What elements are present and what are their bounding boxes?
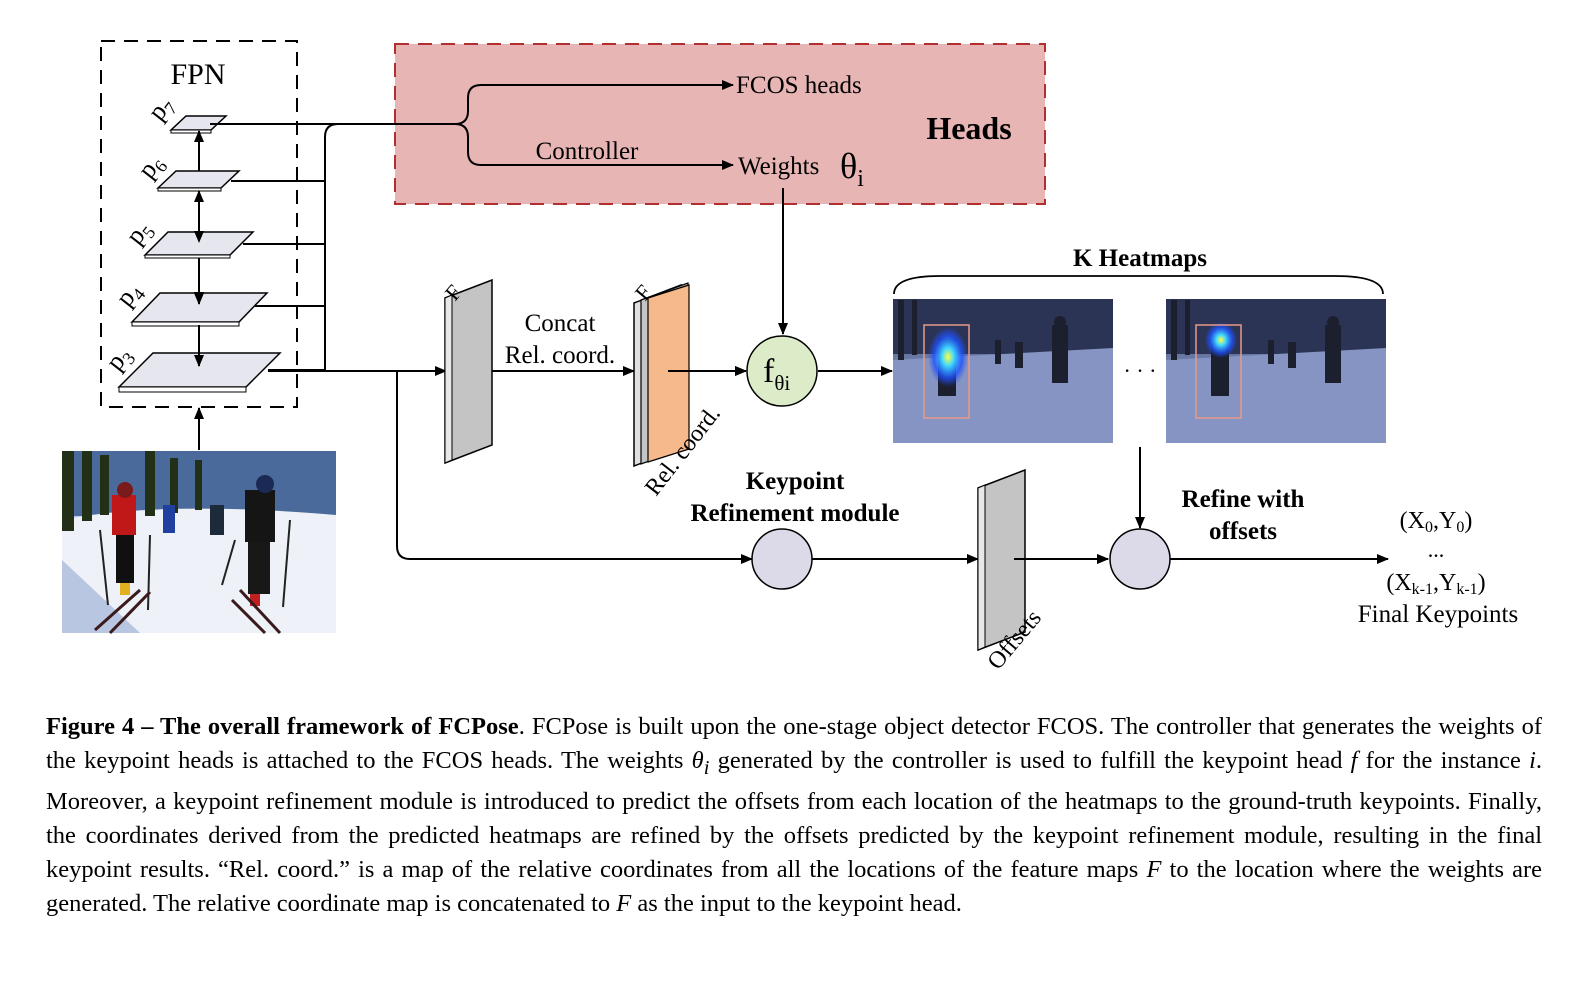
concat-label: Concat: [525, 310, 596, 337]
theta-i-label: θi: [840, 146, 864, 192]
caption-text-4: . Moreover, a keypoint refinement module…: [46, 747, 1542, 883]
refinement-module-node: [751, 528, 813, 590]
fpn-level-p5: [143, 231, 255, 259]
k-heatmaps-brace: [893, 275, 1384, 295]
caption-text-3: for the instance: [1357, 747, 1530, 774]
fcpose-framework-diagram: FPN p7 p6 p5 p4 p3: [62, 40, 1518, 675]
output-last-coord: (Xk-1,Yk-1): [1386, 570, 1485, 598]
refine-label-1: Refine with: [1182, 486, 1305, 513]
fpn-title: FPN: [170, 58, 225, 91]
caption-F1: F: [1146, 855, 1162, 883]
fpn-box: [100, 40, 298, 408]
caption-F2: F: [616, 889, 632, 917]
weights-label: Weights: [738, 153, 819, 180]
fpn-level-p4: [130, 292, 269, 327]
output-dots: ...: [1428, 537, 1445, 562]
output-first-coord: (X0,Y0): [1400, 508, 1473, 536]
keypoint-head-node: [746, 335, 818, 407]
final-keypoints-label: Final Keypoints: [1358, 601, 1518, 628]
caption-text-5: to the location where the weights are ge…: [46, 855, 1543, 917]
refine-node: [1109, 528, 1171, 590]
feature-map-f: [444, 278, 493, 465]
heatmap-image-k: [1166, 299, 1386, 443]
main-flow-lines: [268, 366, 1389, 564]
figure-caption: Figure 4 – The overall framework of FCPo…: [46, 710, 1542, 921]
keypoint-head-label: fθi: [763, 353, 790, 395]
heads-box: [394, 43, 1046, 205]
offsets-map: [977, 468, 1026, 652]
caption-text-1: . FCPose is built upon the one-stage obj…: [46, 713, 1542, 774]
level-label-p4: p4: [110, 277, 150, 315]
caption-text-6: as the input to the keypoint head.: [631, 889, 962, 917]
caption-theta-sub: i: [703, 756, 710, 779]
concat-rel-coord-label: Rel. coord.: [505, 342, 615, 369]
keypoint-refinement-label-1: Keypoint: [746, 468, 845, 495]
controller-label: Controller: [536, 138, 639, 165]
heatmap-ellipsis: · · ·: [1124, 358, 1157, 383]
caption-f: f: [1350, 747, 1358, 774]
refine-label-2: offsets: [1209, 518, 1277, 545]
keypoint-refinement-label-2: Refinement module: [691, 500, 900, 527]
heatmap-image-1: [893, 299, 1113, 443]
input-photo: [62, 451, 336, 635]
fcos-heads-label: FCOS heads: [736, 72, 862, 99]
skier-figure: [112, 475, 275, 606]
level-label-p7: p7: [142, 91, 182, 129]
concat-feature-map: [633, 282, 690, 468]
heads-title: Heads: [926, 110, 1011, 146]
fpn-level-p6: [156, 170, 241, 192]
figure-label: Figure 4 – The overall framework of FCPo…: [46, 713, 519, 740]
caption-theta: θ: [691, 747, 704, 774]
caption-text-2: generated by the controller is used to f…: [709, 747, 1351, 774]
caption-i: i: [1529, 747, 1536, 774]
k-heatmaps-label: K Heatmaps: [1073, 245, 1207, 272]
fpn-level-p3: [117, 352, 282, 393]
